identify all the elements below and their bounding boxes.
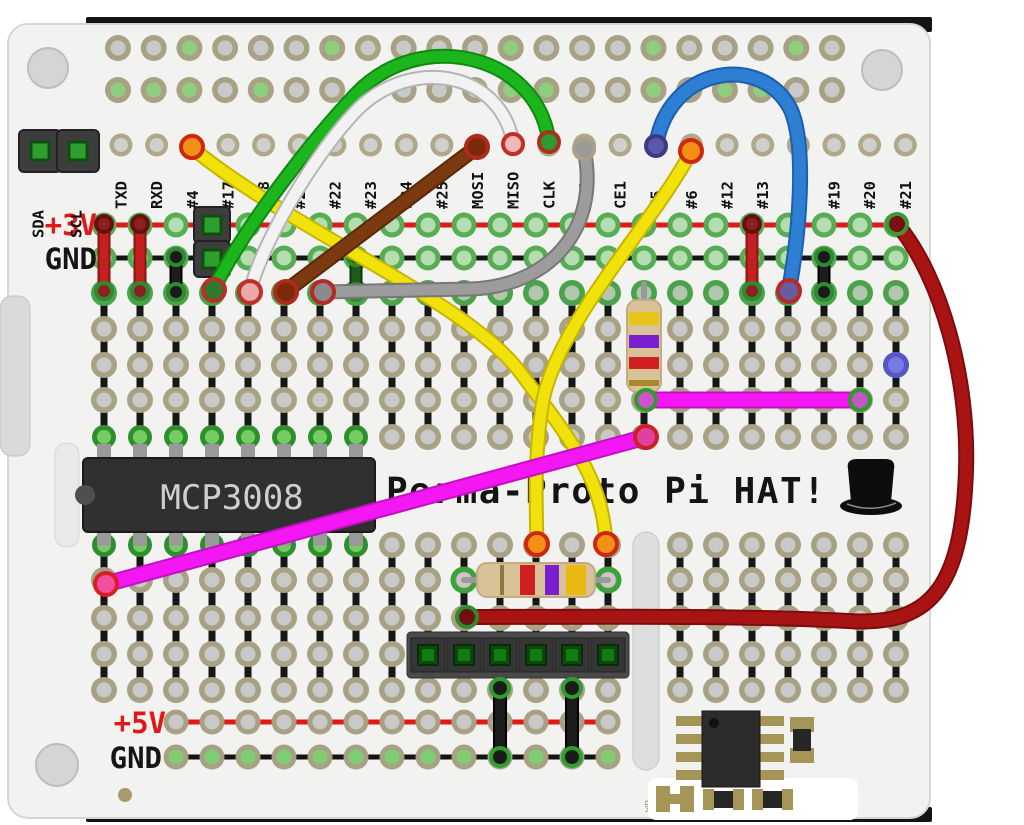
fiducial-dot [118,788,132,802]
pin-label-gpio4: #4 [184,190,202,209]
jumper-gnd-left-endpoint [166,282,186,302]
resistor-horizontal [450,562,622,598]
rail-label-gnd-bottom: GND [110,741,162,775]
jumper-bottom-gnd-2-endpoint [561,746,583,768]
pin-label-SDA: SDA [30,209,48,238]
pin-label-MOSI: MOSI [469,172,487,209]
wire-magenta-diagonal-endpoint [633,424,659,450]
wires [93,48,975,768]
wire-miso-white-endpoint [501,132,525,156]
jumper-bottom-gnd-2 [561,677,583,768]
wire-3v-darkred [455,212,975,630]
wire-gpio4-yellow-endpoint [179,134,205,160]
wire-clk-green-endpoint [537,130,561,154]
left-edge-tab [0,295,31,457]
hat-highlight [846,502,897,509]
chip-label: MCP3008 [160,478,303,518]
wire-3v-darkred-endpoint [885,212,909,236]
wire-clk-green-endpoint [201,277,227,303]
wire-gpio6-yellow-endpoint [524,531,550,557]
wire-ce0-gray [310,137,596,305]
jumper-3v-left-1 [94,214,114,301]
smd-capacitor [790,717,814,763]
pin-label-gpio17: #17 [219,181,237,209]
jumper-bottom-gnd-1-endpoint [489,677,511,699]
pin-label-gpio22: #22 [326,181,344,209]
wire-magenta-diagonal-endpoint [93,571,119,597]
top-hat-icon [840,459,902,515]
rail-label-3v: +3V [45,208,97,242]
wire-gpio5-blue-endpoint [644,134,668,158]
pin-label-gpio21: #21 [897,181,915,209]
smd-resistor-2 [752,789,793,810]
jumper-gnd-right [814,247,834,302]
pin-label-gpio20: #20 [861,181,879,209]
headers [18,129,630,679]
wire-magenta-horizontal-endpoint [634,388,658,412]
pin-label-CLK: CLK [540,180,558,209]
soic8-pin1-dot [709,718,719,728]
wire-mosi-brown [273,134,490,305]
wire-clk-green [201,48,561,303]
components: MCP3008 [18,129,858,820]
pin-label-gpio13: #13 [754,181,772,209]
pin-label-gpio12: #12 [719,181,737,209]
mounting-hole-bottom-left [35,743,79,787]
pin-label-gpio25: #25 [433,181,451,209]
smd-area [648,710,858,820]
pin-label-CE1: CE1 [612,181,630,209]
jumper-gnd-left-endpoint [166,247,186,267]
jumper-gnd-left [166,247,186,302]
pin-label-gpio6: #6 [683,190,701,209]
wire-miso-white [237,70,525,305]
rail-label-gnd-top: GND [45,242,97,276]
jumper-bottom-gnd-2-endpoint [561,677,583,699]
resistor-vertical [626,281,662,401]
wire-mosi-brown-endpoint [464,134,490,160]
wire-gpio5-blue-endpoint [776,278,802,304]
wire-gpio5-blue [644,66,809,304]
wire-ce0-gray-endpoint [310,279,336,305]
jumper-3v-left-2-endpoint [130,281,150,301]
wire-gpio4-yellow-endpoint [593,531,619,557]
board-slot [632,531,660,771]
pin-label-MISO: MISO [505,172,523,209]
jumper-3v-right-endpoint [742,214,762,234]
wire-ce0-gray-endpoint [572,137,596,161]
wire-3v-darkred-endpoint [455,605,479,629]
jumper-gnd-right-endpoint [814,247,834,267]
jumper-bottom-gnd-1-endpoint [489,746,511,768]
wire-magenta-horizontal [634,388,872,412]
pin-label-gpio23: #23 [362,181,380,209]
jumper-3v-left-1-endpoint [94,281,114,301]
wire-mosi-brown-endpoint [273,279,299,305]
hat-crown [847,459,895,506]
wire-gpio6-yellow-endpoint [678,138,704,164]
wire-miso-white-endpoint [237,279,263,305]
mounting-hole-top-left [27,47,69,89]
pin-label-TXD: TXD [113,181,131,209]
jumper-3v-right [742,214,762,301]
jumper-bottom-gnd-1 [489,677,511,768]
smd-resistor-1 [703,789,744,810]
resistors [450,281,662,598]
jumper-3v-right-endpoint [742,281,762,301]
smd-soic8-chip [676,710,784,788]
pin-label-SCL: SCL [68,210,86,238]
wire-gpio6-yellow [524,138,704,557]
pin-label-RXD: RXD [148,181,166,209]
wire-magenta-diagonal [93,424,659,597]
rail-label-5v: +5V [114,706,166,740]
wire-magenta-horizontal-endpoint [848,388,872,412]
pin-label-gpio19: #19 [826,181,844,209]
mounting-hole-top-right [861,49,903,91]
jumper-gnd-right-endpoint [814,282,834,302]
chip-notch [75,485,95,505]
jumper-3v-left-2-endpoint [130,214,150,234]
smd-wp-pads [656,786,694,812]
jumper-3v-left-2 [130,214,150,301]
jumper-3v-left-1-endpoint [94,214,114,234]
